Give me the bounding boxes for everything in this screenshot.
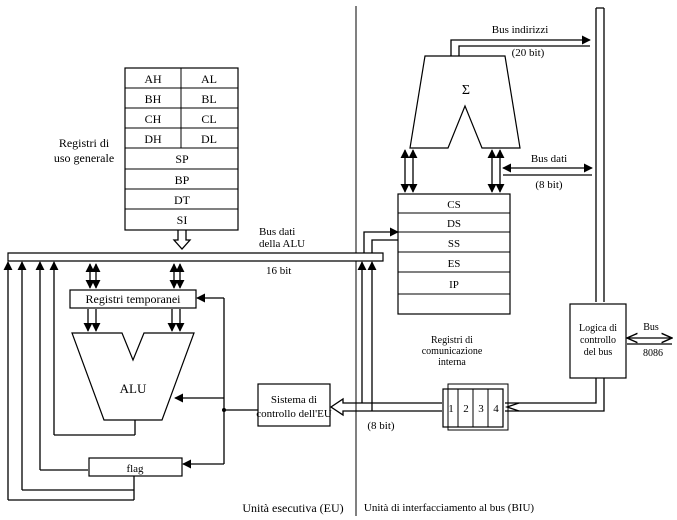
eu-control-label-line1: Sistema di — [271, 394, 317, 406]
alu-bus-width: 16 bit — [266, 265, 291, 277]
eu-control-label-line2: controllo dell'EU — [256, 408, 332, 420]
external-bus-label-line1: Bus — [643, 322, 659, 333]
alu-bus-label-line2: della ALU — [259, 238, 305, 250]
bus-logic-label-line1: Logica di — [579, 323, 617, 334]
queue-cell-1: 1 — [448, 403, 454, 415]
flag-label: flag — [126, 463, 144, 475]
internal-registers-label-line3: interna — [438, 357, 466, 368]
register-cl: CL — [201, 112, 216, 126]
register-cs: CS — [447, 199, 460, 211]
registers-to-bus-arrow — [172, 230, 192, 250]
eu-control-system — [257, 383, 331, 427]
biu-internal-bus — [595, 7, 605, 302]
general-registers-label-line1: Registri di — [59, 136, 110, 150]
biu-title: Unità di interfacciamento al bus (BIU) — [364, 502, 534, 514]
register-ch: CH — [145, 112, 162, 126]
queue-cell-2: 2 — [463, 403, 469, 415]
data-bus-width: (8 bit) — [535, 179, 563, 191]
segment-registers: CS DS SS ES IP — [397, 193, 511, 315]
register-ip: IP — [449, 279, 459, 291]
eu-title: Unità esecutiva (EU) — [242, 501, 343, 515]
queue-to-eu-bus — [329, 397, 442, 417]
bus-logic-label-line2: controllo — [580, 335, 616, 346]
register-bh: BH — [145, 92, 162, 106]
bus-logic-label-line3: del bus — [584, 347, 613, 358]
internal-registers-label-line2: comunicazione — [422, 346, 483, 357]
queue-width-label: (8 bit) — [367, 420, 395, 432]
address-bus — [450, 35, 591, 56]
internal-registers-label-line1: Registri di — [431, 335, 473, 346]
general-registers: AH AL BH BL CH CL DH DL SP BP DT SI — [124, 67, 239, 231]
external-bus-label-line2: 8086 — [643, 348, 663, 359]
register-al: AL — [201, 72, 217, 86]
temporary-registers — [69, 289, 197, 309]
address-bus-label: Bus indirizzi — [492, 24, 549, 36]
address-bus-width: (20 bit) — [512, 47, 545, 59]
alu-bus-label-line1: Bus dati — [259, 226, 295, 238]
temporary-registers-label: Registri temporanei — [86, 292, 182, 306]
register-sp: SP — [175, 152, 189, 166]
data-bus-label: Bus dati — [531, 153, 567, 165]
sigma-label: Σ — [462, 83, 470, 98]
register-dh: DH — [144, 132, 162, 146]
register-es: ES — [448, 258, 461, 270]
register-si: SI — [177, 213, 188, 227]
instruction-queue: 1 2 3 4 — [442, 383, 509, 431]
register-bl: BL — [201, 92, 216, 106]
alu-data-bus — [7, 252, 384, 262]
general-registers-label-line2: uso generale — [54, 151, 114, 165]
flag-register — [88, 457, 183, 477]
register-ah: AH — [144, 72, 162, 86]
register-ds: DS — [447, 218, 461, 230]
register-dt: DT — [174, 193, 191, 207]
queue-cell-3: 3 — [478, 403, 484, 415]
register-ss: SS — [448, 238, 460, 250]
address-adder — [409, 55, 521, 149]
register-bp: BP — [175, 173, 190, 187]
register-dl: DL — [201, 132, 217, 146]
alu-shape — [71, 332, 195, 421]
alu-label: ALU — [120, 381, 147, 396]
queue-cell-4: 4 — [493, 403, 499, 415]
